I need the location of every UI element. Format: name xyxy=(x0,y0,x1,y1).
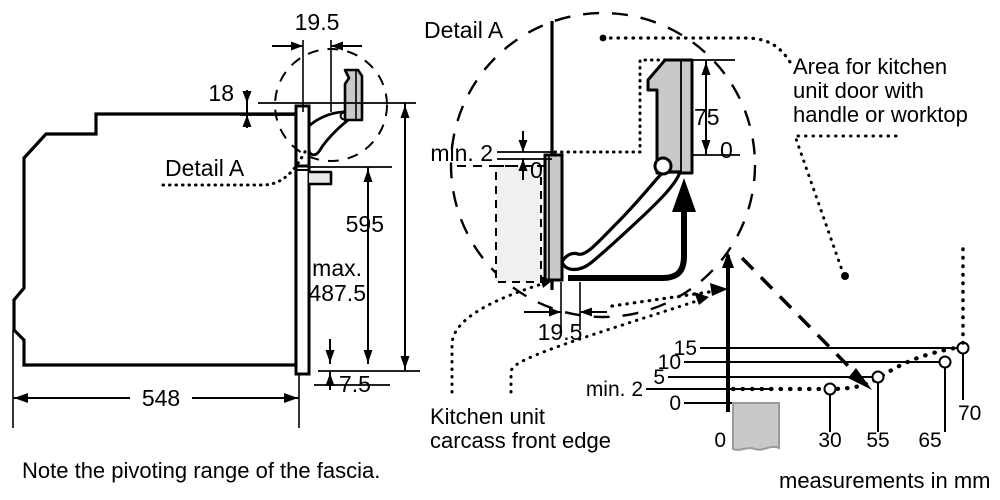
dim-18-label: 18 xyxy=(208,80,234,106)
appliance-door-panel xyxy=(646,58,694,175)
kitchen-unit-door-ghost xyxy=(495,165,542,283)
dim-548-arrow-left xyxy=(14,393,28,403)
chart-ytick-15: 15 xyxy=(674,337,697,360)
dim-595-arrow-top xyxy=(400,105,410,118)
area-callout-line3: handle or worktop xyxy=(793,102,968,127)
dim-4875-arrow-bottom xyxy=(363,350,373,363)
dim-min2-arrow-down xyxy=(518,140,528,152)
appliance-fascia-strip xyxy=(543,153,564,282)
detail-a-view: Detail A mi xyxy=(424,11,757,453)
dim-4875-label-1: max. xyxy=(312,255,362,281)
dim-595-arrow-bottom xyxy=(400,356,410,369)
dim-195-arrow-right xyxy=(331,41,343,51)
dim-195b-label: 19.5 xyxy=(538,319,583,345)
detail-a-leader-left xyxy=(161,148,308,187)
dim-75-arrow-up xyxy=(325,373,335,386)
chart-axis-leader-dotted xyxy=(610,289,718,308)
area-callout-group: Area for kitchen unit door with handle o… xyxy=(599,34,968,280)
dim-18-arrow-down xyxy=(242,91,252,103)
detail-a-circle xyxy=(449,11,757,319)
chart-ytick-min2: min. 2 xyxy=(586,378,643,401)
chart-xtick-30: 30 xyxy=(818,429,841,452)
dim-75mm-arrow-bottom xyxy=(701,140,711,153)
door-panel-left xyxy=(343,68,364,122)
chart-xtick-55: 55 xyxy=(866,429,889,452)
door-panel-dotted-outline xyxy=(550,58,667,154)
hinge-pivot-detail xyxy=(653,156,673,176)
area-callout-line2: unit door with xyxy=(793,78,924,103)
chart-ytick-10: 10 xyxy=(658,351,681,374)
dim-548-label: 548 xyxy=(142,385,180,411)
area-callout-leader-enddot xyxy=(841,272,849,280)
hinge-arm-detail xyxy=(560,170,682,272)
door-swing-arrowhead xyxy=(672,178,696,212)
chart-xtick-70: 70 xyxy=(958,402,981,425)
dim-4875-arrow-top xyxy=(363,169,373,182)
dim-195b-arrow-left xyxy=(549,307,561,317)
dim-zero-right-label: 0 xyxy=(720,137,733,163)
dim-75mm-label: 75 xyxy=(694,104,720,130)
chart-ytick-0: 0 xyxy=(669,392,681,415)
oven-body-outline xyxy=(12,112,298,367)
dim-75-label: 7.5 xyxy=(339,371,371,397)
chart-marker-70 xyxy=(956,341,970,400)
fascia-panel xyxy=(294,104,311,376)
carcass-callout-line1: Kitchen unit xyxy=(430,404,545,429)
chart-marker-65 xyxy=(938,355,952,432)
area-callout-line1: Area for kitchen xyxy=(793,54,947,79)
carcass-leader-arrowhead-a xyxy=(540,276,553,288)
chart-marker-55 xyxy=(871,370,885,432)
dim-195-top-label: 19.5 xyxy=(295,9,340,35)
chart-xtick-65: 65 xyxy=(918,429,941,452)
dim-595-label: 595 xyxy=(346,211,384,237)
dim-75mm-arrow-top xyxy=(701,62,711,75)
chart-marker-30 xyxy=(823,382,837,432)
chart-profile-curve xyxy=(730,345,958,392)
units-note: measurements in mm xyxy=(779,468,991,493)
carcass-callout-line2: carcass front edge xyxy=(430,428,611,453)
carcass-leader-dotted-b xyxy=(509,298,702,394)
area-callout-leader-top xyxy=(601,36,792,64)
chart-axis-leader-arrowhead xyxy=(710,283,728,296)
dim-548-label-bg xyxy=(130,384,192,412)
chart-pointer-arrowhead xyxy=(848,368,872,390)
dim-zero-left-label: 0 xyxy=(530,157,543,183)
clearance-chart: 15 10 5 min. 2 0 xyxy=(586,243,981,452)
detail-a-title: Detail A xyxy=(424,17,504,43)
area-callout-leader-dot xyxy=(599,34,607,42)
detail-a-callout-left: Detail A xyxy=(165,155,245,181)
dim-4875-label-2: 487.5 xyxy=(308,280,366,306)
dim-75-arrow-down xyxy=(325,350,335,363)
chart-ytick-5: 5 xyxy=(653,366,665,389)
left-oven-section-view: 19.5 18 Detail A 595 max. 487.5 xyxy=(12,9,420,428)
dim-18-arrow-up xyxy=(242,115,252,127)
footer-note: Note the pivoting range of the fascia. xyxy=(22,458,380,483)
door-swing-arrow-path xyxy=(568,212,687,281)
chart-pointer-dashed xyxy=(740,256,862,380)
chart-y-axis-arrowhead xyxy=(722,252,734,268)
area-callout-leader-bottom xyxy=(792,134,898,275)
carcass-leader-arrowhead-b xyxy=(694,292,709,305)
chart-xtick-0: 0 xyxy=(714,429,726,452)
carcass-leader-dotted-a xyxy=(450,281,547,394)
dim-min2-label: min. 2 xyxy=(430,140,493,166)
chart-origin-block xyxy=(732,402,780,451)
oven-handle-stub xyxy=(309,170,333,186)
dim-195-arrow-left xyxy=(291,41,303,51)
dim-548-arrow-right xyxy=(284,393,298,403)
dim-195b-arrow-right xyxy=(580,307,592,317)
